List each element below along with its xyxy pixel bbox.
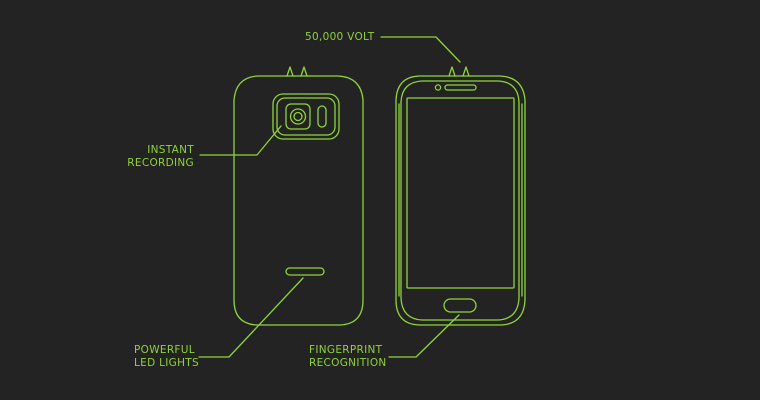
callout-led-line-1: POWERFUL xyxy=(134,344,195,356)
voltage-leader-line xyxy=(380,36,461,63)
camera-lens-outer xyxy=(289,108,307,125)
callout-fingerprint-line-2: RECOGNITION xyxy=(309,357,387,369)
case-front-outline xyxy=(395,75,526,326)
camera-module-inner xyxy=(276,97,336,136)
callout-powerful-led-lights: POWERFUL LED LIGHTS xyxy=(134,344,199,370)
fingerprint-home-button xyxy=(443,298,477,313)
front-stun-prong-left xyxy=(448,66,456,77)
front-camera xyxy=(434,84,442,91)
camera-module-outer xyxy=(272,93,340,140)
callout-voltage-line-1: 50,000 VOLT xyxy=(305,31,375,43)
callout-fingerprint-recognition: FINGERPRINT RECOGNITION xyxy=(309,344,387,370)
front-stun-prong-right xyxy=(462,66,470,77)
camera-lens-inner xyxy=(293,111,303,122)
case-front-view xyxy=(395,66,526,326)
case-back-view xyxy=(233,66,364,326)
callout-fingerprint-line-1: FINGERPRINT xyxy=(309,344,383,356)
callout-instant-recording: INSTANT RECORDING xyxy=(127,144,194,170)
earpiece-speaker xyxy=(444,84,477,91)
callout-led-line-2: LED LIGHTS xyxy=(134,357,199,369)
back-stun-prong-right xyxy=(300,66,308,77)
phone-inner-frame xyxy=(400,80,520,321)
fingerprint-leader-line xyxy=(388,314,460,358)
led-light-slot xyxy=(285,267,325,276)
callout-50000-volt: 50,000 VOLT xyxy=(305,31,374,44)
case-back-outline xyxy=(233,75,364,326)
callout-recording-line-1: INSTANT xyxy=(147,144,194,156)
phone-screen xyxy=(406,97,515,289)
led-flash xyxy=(317,105,327,128)
recording-leader-line xyxy=(199,125,282,156)
led-leader-line xyxy=(198,277,304,358)
camera-lens-housing xyxy=(285,103,311,130)
back-stun-prong-left xyxy=(286,66,294,77)
callout-recording-line-2: RECORDING xyxy=(127,157,194,169)
